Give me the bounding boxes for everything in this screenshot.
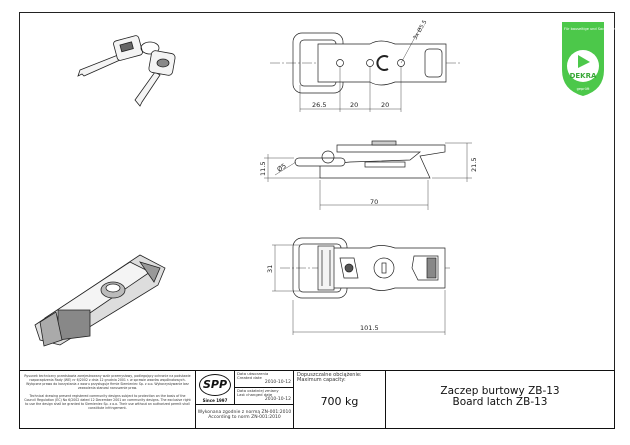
capacity-value: 700 kg bbox=[320, 395, 359, 408]
changed-date: 2010-10-12 bbox=[264, 397, 291, 402]
keys-illustration bbox=[77, 35, 176, 107]
spp-logo: SPP Since 1997 bbox=[195, 370, 235, 405]
side-view bbox=[264, 140, 472, 210]
svg-text:geprüft: geprüft bbox=[577, 87, 590, 91]
svg-text:Für bauseitige und Sachzeichen: Für bauseitige und Sachzeichen bbox=[564, 27, 620, 31]
dim-31: 31 bbox=[266, 265, 274, 273]
dim-20-a: 20 bbox=[350, 101, 358, 109]
latch-iso-illustration bbox=[34, 254, 166, 347]
norm-cell: Wykonana zgodnie z normą ZN-001:2010 Acc… bbox=[195, 404, 294, 429]
top-view bbox=[270, 27, 462, 112]
dim-dia-5: Ø5 bbox=[276, 162, 288, 174]
legal-notice: Rysunek techniczny przedstawia zarejestr… bbox=[19, 370, 196, 429]
dim-101-5: 101.5 bbox=[360, 324, 379, 332]
changed-date-cell: Data ostatniej zmiany Last changed date … bbox=[234, 387, 294, 405]
created-date-cell: Data utworzenia Created date 2010-10-12 bbox=[234, 370, 294, 388]
created-date: 2010-10-12 bbox=[264, 380, 291, 385]
dim-26-5: 26.5 bbox=[312, 101, 326, 109]
dim-21-5: 21.5 bbox=[470, 158, 478, 172]
legal-notice-en: Technical drawing present registered com… bbox=[24, 394, 191, 410]
title-cell: Zaczep burtowy ZB-13 Board latch ZB-13 bbox=[385, 370, 615, 429]
title-pl: Zaczep burtowy ZB-13 bbox=[440, 385, 560, 397]
dim-11-5: 11.5 bbox=[259, 162, 267, 176]
svg-text:DEKRA: DEKRA bbox=[570, 72, 597, 80]
capacity-cell: Dopuszczalne obciążenie: Maximum capacit… bbox=[293, 370, 386, 429]
dekra-certificate-badge: DEKRA Für bauseitige und Sachzeichen gep… bbox=[562, 22, 620, 96]
legal-notice-pl: Rysunek techniczny przedstawia zarejestr… bbox=[24, 374, 191, 390]
dim-70: 70 bbox=[370, 198, 378, 206]
title-en: Board latch ZB-13 bbox=[452, 396, 548, 408]
dim-20-b: 20 bbox=[381, 101, 389, 109]
bottom-view bbox=[272, 237, 452, 335]
dim-hole: 3x Ø5.5 bbox=[412, 18, 429, 41]
